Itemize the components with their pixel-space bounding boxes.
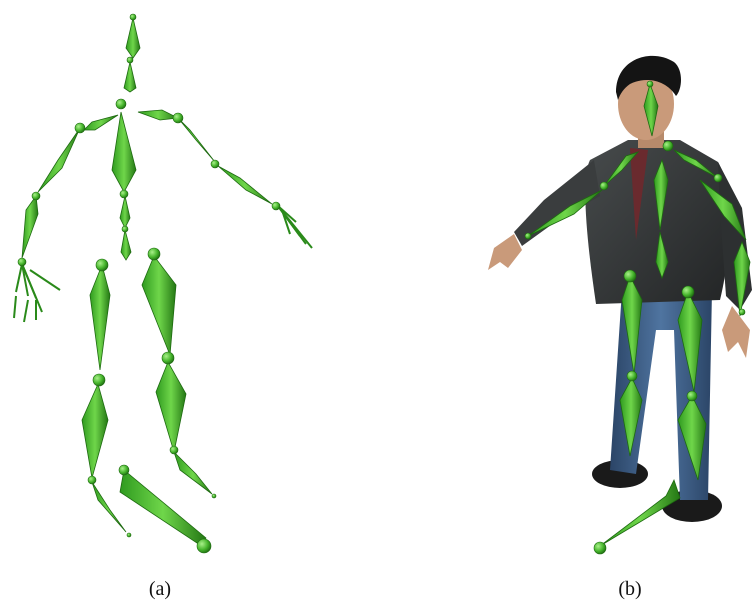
panel-a-skeleton (0, 0, 330, 560)
skeleton-illustration (0, 0, 330, 560)
panel-b-character (470, 0, 756, 560)
character-illustration (470, 0, 756, 560)
caption-a: (a) (130, 578, 190, 601)
caption-b: (b) (600, 578, 660, 601)
